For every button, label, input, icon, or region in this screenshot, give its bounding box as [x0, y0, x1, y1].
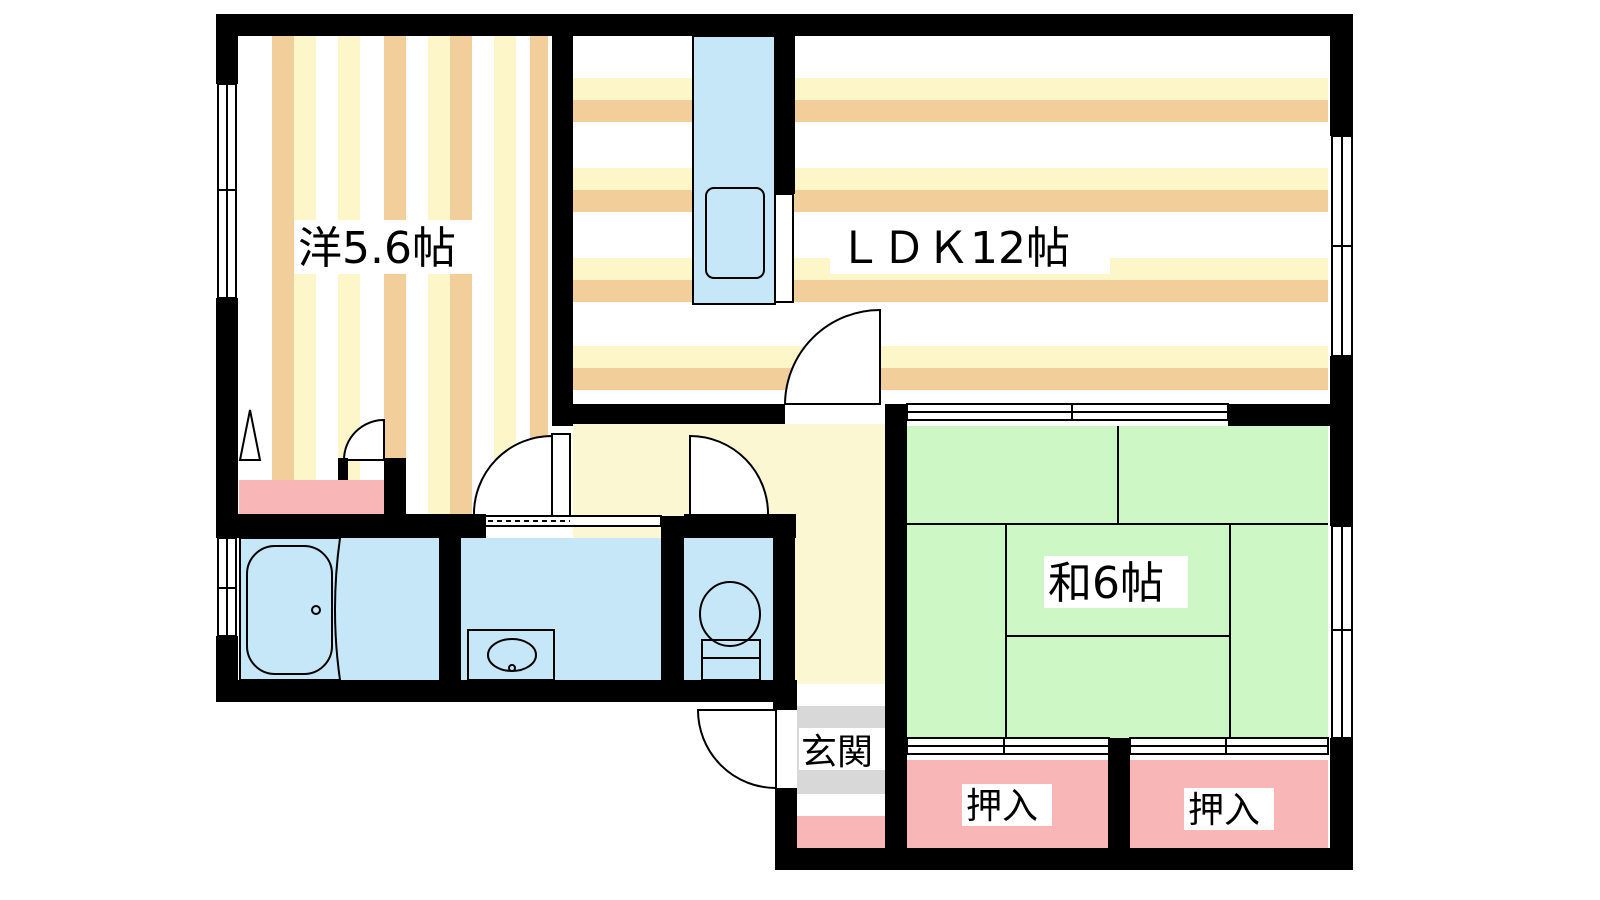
hallway-floor-lower	[795, 516, 885, 684]
bathroom-floor	[239, 538, 439, 680]
japanese-room-label: 和6帖	[1048, 558, 1164, 609]
walls	[216, 14, 1353, 870]
closet-western	[239, 480, 384, 514]
shoe-closet	[797, 816, 885, 848]
washroom-partition	[484, 515, 662, 527]
closet-right-label: 押入	[1188, 790, 1260, 831]
ldk-label: ＬＤＫ12帖	[838, 223, 1070, 274]
western-room-label: 洋5.6帖	[298, 223, 456, 274]
entrance-label: 玄関	[801, 732, 873, 773]
toilet	[699, 581, 761, 681]
washroom-floor	[461, 538, 661, 680]
closet-left-label: 押入	[966, 786, 1038, 827]
windows	[217, 83, 1353, 739]
room-labels: 洋5.6帖 ＬＤＫ12帖 和6帖 玄関 押入 押入	[294, 220, 1274, 831]
doors	[238, 308, 881, 790]
bathtub	[239, 537, 342, 681]
western-room-floor	[237, 36, 552, 516]
kitchen-counter	[692, 35, 794, 305]
